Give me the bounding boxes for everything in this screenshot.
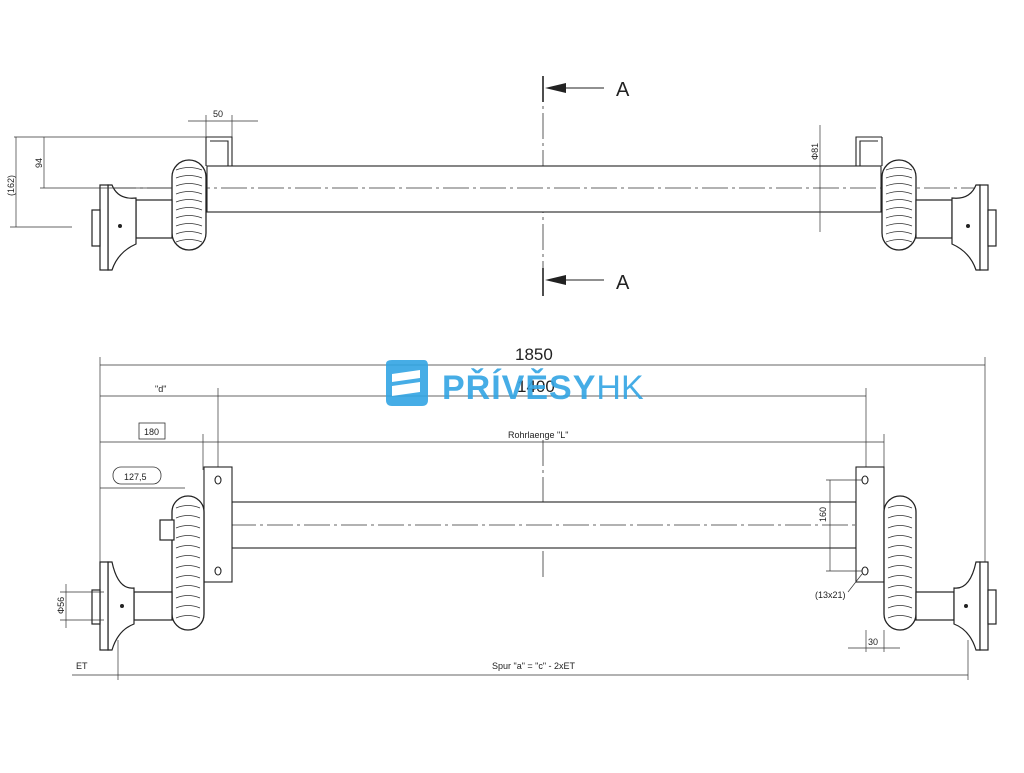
svg-text:PŘÍVĚSYHK: PŘÍVĚSYHK — [442, 369, 644, 407]
dim-160: 160 — [818, 479, 862, 572]
dim-1850-label: 1850 — [515, 345, 553, 364]
dim-160-label: 160 — [818, 507, 828, 522]
dim-hole: (13x21) — [815, 573, 863, 600]
left-wheel-bottom — [91, 495, 205, 651]
dim-30: 30 — [848, 630, 900, 652]
axle-tube-top — [206, 165, 882, 213]
bracket-plate-left — [203, 466, 233, 583]
dim-diameter-81: Φ81 — [810, 125, 821, 232]
dim-30-label: 30 — [868, 637, 878, 647]
right-wheel-bottom — [883, 495, 997, 651]
dim-94-label: 94 — [34, 158, 44, 168]
section-mark-bottom: A — [542, 268, 630, 296]
section-label-bottom: A — [616, 272, 630, 294]
dim-hole-label: (13x21) — [815, 590, 846, 600]
trailer-logo-icon — [386, 360, 428, 406]
brand-logo: PŘÍVĚSYHK — [386, 360, 644, 407]
dim-127-5: 127,5 — [100, 466, 185, 489]
bottom-view: 1850 1400 "d" 180 Rohrlaenge "L" 127,5 — [56, 345, 997, 680]
logo-name-bold: PŘÍVĚSY — [442, 369, 596, 407]
dim-track: ET Spur "a" = "c" - 2xET — [72, 640, 969, 680]
dim-tube-length: 180 Rohrlaenge "L" — [100, 422, 885, 470]
dim-et-label: ET — [76, 661, 88, 671]
dim-56-label: Φ56 — [56, 597, 66, 614]
dim-1400: 1400 "d" — [100, 377, 867, 470]
top-view: A A — [6, 76, 997, 296]
dim-track-label: Spur "a" = "c" - 2xET — [492, 661, 576, 671]
dim-tube-length-label: Rohrlaenge "L" — [508, 430, 568, 440]
dim-56: Φ56 — [56, 584, 104, 628]
dim-127-5-label: 127,5 — [124, 472, 147, 482]
bracket-plate-right — [855, 466, 885, 583]
dim-162-label: (162) — [6, 175, 16, 196]
dim-d-label: "d" — [155, 384, 166, 394]
left-wheel-top — [91, 159, 207, 271]
dim-diameter-81-label: Φ81 — [810, 143, 820, 160]
right-wheel-top — [881, 159, 997, 271]
dim-50: 50 — [188, 109, 258, 137]
dim-1400-label: 1400 — [517, 377, 555, 396]
dim-180-label: 180 — [144, 427, 159, 437]
section-mark-top: A — [542, 76, 630, 102]
section-label-top: A — [616, 79, 630, 101]
dim-94-162: 94 (162) — [6, 136, 206, 228]
dim-50-label: 50 — [213, 109, 223, 119]
dim-1850: 1850 — [99, 345, 986, 600]
bracket-left-top — [205, 136, 233, 166]
bracket-right-top — [855, 136, 883, 166]
logo-name-light: HK — [596, 369, 644, 407]
